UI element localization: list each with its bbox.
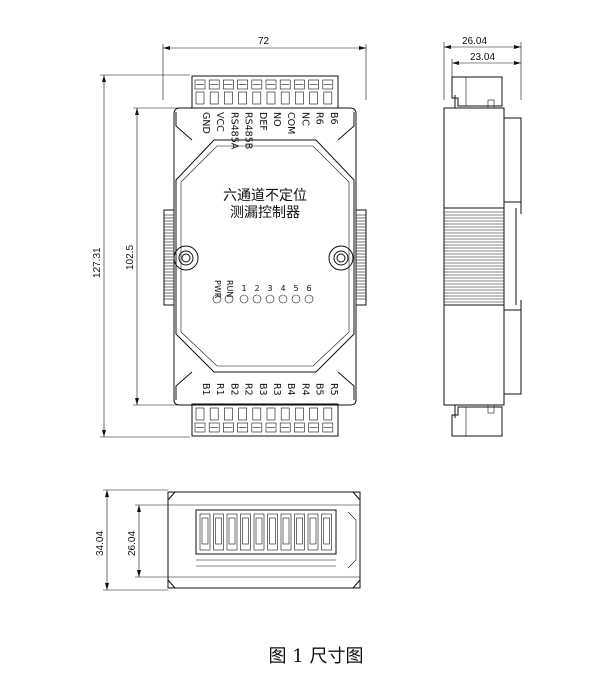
dim-width-72: 72 bbox=[258, 36, 270, 47]
led-5-icon bbox=[291, 294, 301, 304]
bottom-terminal-label: R4 bbox=[299, 383, 310, 396]
led-label: 5 bbox=[293, 284, 298, 293]
led-4-icon bbox=[278, 294, 288, 304]
led-label: 6 bbox=[306, 284, 311, 293]
led-label: PWR bbox=[213, 280, 222, 299]
led-label: 3 bbox=[267, 284, 272, 293]
mount-hole-right bbox=[328, 245, 354, 271]
led-pwr-icon bbox=[212, 294, 222, 304]
bottom-terminal-label: R3 bbox=[271, 383, 282, 396]
top-terminal-label: VCC bbox=[214, 112, 225, 132]
top-terminal-label: NO bbox=[271, 112, 282, 127]
bottom-terminal-label: R1 bbox=[214, 383, 225, 396]
top-terminal-label: DEF bbox=[257, 112, 268, 131]
figure-caption: 图 1 尺寸图 bbox=[269, 646, 364, 667]
led-label: 4 bbox=[280, 284, 285, 293]
bottom-terminal-label: B1 bbox=[200, 383, 211, 396]
led-label: 2 bbox=[254, 284, 259, 293]
top-terminal-block bbox=[191, 75, 339, 109]
top-terminal-label: RS485B bbox=[243, 112, 254, 149]
device-title-line1: 六通道不定位 bbox=[223, 188, 307, 204]
side-view: 26.04 23.04 bbox=[443, 36, 522, 437]
top-terminal-label: COM bbox=[285, 112, 296, 134]
bottom-terminal-label: R2 bbox=[243, 383, 254, 396]
bottom-terminal-label: R5 bbox=[328, 383, 339, 396]
bottom-terminal-label: B5 bbox=[314, 383, 325, 396]
bottom-terminal-label: B4 bbox=[285, 383, 296, 396]
top-terminal-label: R6 bbox=[314, 112, 325, 125]
bottom-view: 34.04 26.04 bbox=[95, 489, 361, 591]
led-label: RUN bbox=[225, 280, 234, 297]
top-terminal-label: B6 bbox=[328, 112, 339, 125]
mount-hole-left bbox=[173, 245, 199, 271]
front-view: 72 127.31 102.5 bbox=[92, 36, 367, 438]
device-title-line2: 测漏控制器 bbox=[230, 205, 300, 221]
dim-depth-23: 23.04 bbox=[470, 52, 495, 63]
dim-height-127: 127.31 bbox=[92, 247, 103, 278]
bottom-terminal-label: B2 bbox=[228, 383, 239, 396]
bottom-terminal-label: B3 bbox=[257, 383, 268, 396]
dim-bottom-34: 34.04 bbox=[95, 531, 106, 556]
led-run-icon bbox=[224, 294, 234, 304]
led-6-icon bbox=[304, 294, 314, 304]
top-terminal-label: RS485A bbox=[228, 112, 239, 150]
led-1-icon bbox=[239, 294, 249, 304]
dim-bottom-26: 26.04 bbox=[127, 531, 138, 556]
led-2-icon bbox=[252, 294, 262, 304]
dim-height-102: 102.5 bbox=[125, 245, 136, 270]
led-label: 1 bbox=[241, 284, 246, 293]
dim-depth-26: 26.04 bbox=[462, 36, 487, 47]
top-terminal-label: NC bbox=[299, 112, 310, 126]
led-3-icon bbox=[265, 294, 275, 304]
top-terminal-label: GND bbox=[200, 112, 211, 134]
bottom-terminal-block bbox=[191, 403, 339, 437]
